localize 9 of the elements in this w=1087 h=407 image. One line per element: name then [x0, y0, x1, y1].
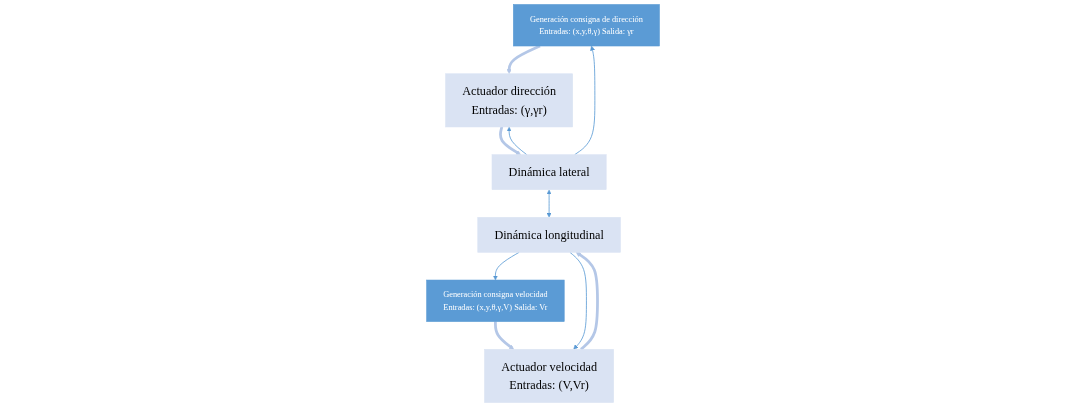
node-box: Generación consigna de dirección Entradas: (x,y,θ,γ) Salida: γr	[513, 4, 661, 47]
arrow	[576, 252, 600, 351]
arrow	[499, 126, 522, 155]
node-box: Actuador dirección Entradas: (γ,γr)	[445, 73, 574, 128]
node-box: Dinámica longitudinal	[477, 217, 622, 253]
node-box: Generación consigna velocidad Entradas: (x,y,θ,γ,V) Salida: Vr	[426, 279, 565, 322]
arrow	[494, 321, 515, 350]
node-box: Actuador velocidad Entradas: (V,Vr)	[484, 349, 615, 403]
node-box: Dinámica lateral	[492, 154, 607, 190]
